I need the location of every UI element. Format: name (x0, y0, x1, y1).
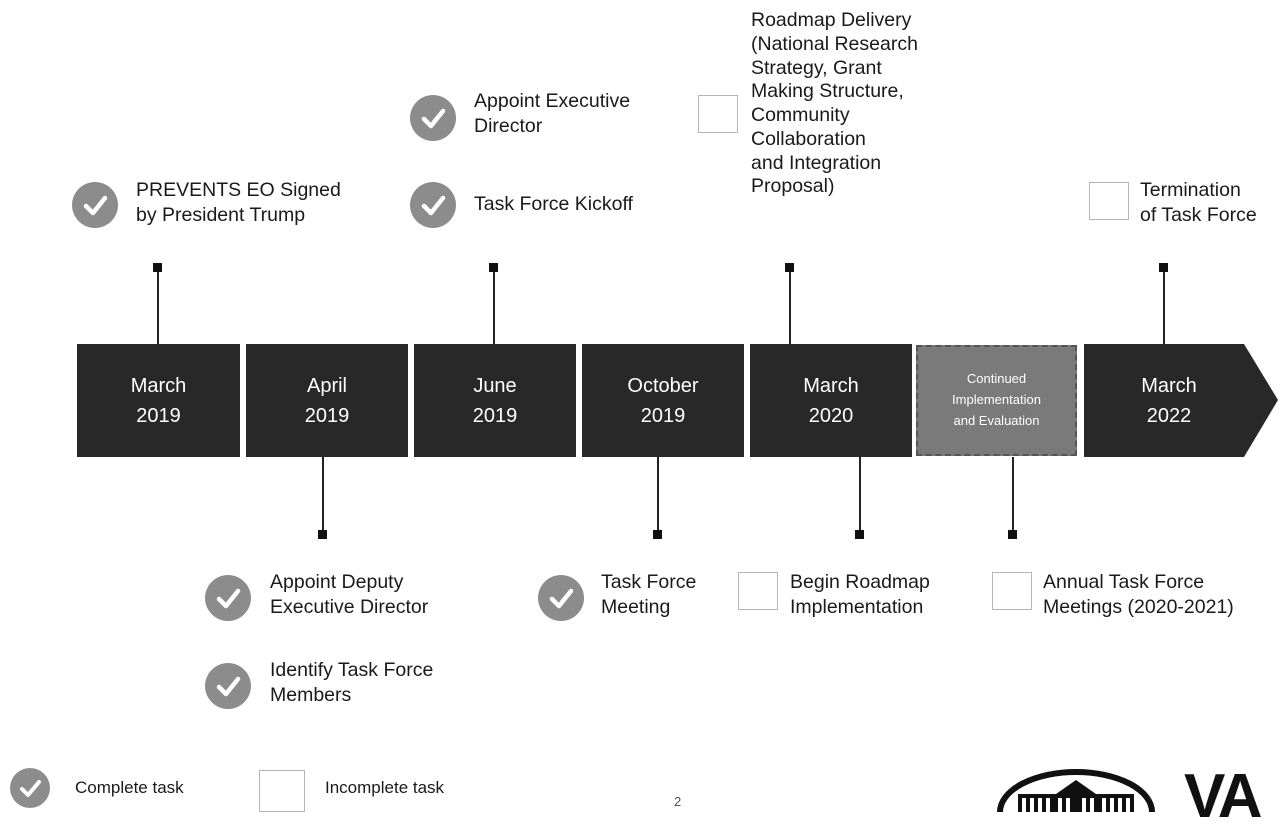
task-text: (National Research (751, 32, 918, 55)
complete-check-icon (410, 95, 456, 141)
timeline-march-2022: March 2022 (1084, 344, 1254, 457)
task-appoint-executive-director: Appoint Executive Director (474, 89, 630, 140)
incomplete-box-icon (738, 572, 778, 610)
timeline-march-2020: March 2020 (750, 344, 912, 457)
task-text: Roadmap Delivery (751, 9, 912, 31)
month-label: October (627, 374, 699, 397)
task-text: Termination (1140, 179, 1241, 201)
complete-check-icon (72, 182, 118, 228)
task-roadmap-delivery: Roadmap Delivery (National Research Stra… (751, 9, 918, 199)
month-label: April (306, 374, 347, 397)
legend-complete-label: Complete task (75, 778, 184, 797)
connector (1163, 268, 1165, 344)
task-text: Appoint Deputy (270, 571, 404, 593)
task-task-force-meeting: Task Force Meeting (601, 570, 696, 621)
task-text: Begin Roadmap (790, 571, 930, 593)
timeline-march-2019: March 2019 (77, 344, 240, 457)
task-termination: Termination of Task Force (1140, 178, 1257, 229)
task-text: Strategy, Grant (751, 56, 882, 79)
year-label: 2019 (136, 404, 181, 427)
task-prevents-eo-signed: PREVENTS EO Signed by President Trump (136, 178, 341, 229)
month-label: March (803, 374, 859, 397)
year-label: 2019 (304, 404, 350, 427)
task-text: Identify Task Force (270, 659, 434, 681)
complete-check-icon (205, 663, 251, 709)
connector (322, 457, 324, 534)
connector-marker (1008, 530, 1017, 539)
task-begin-roadmap: Begin Roadmap Implementation (790, 570, 930, 621)
task-text: Making Structure, (751, 80, 904, 103)
phase-line: Continued (966, 371, 1027, 387)
task-text: Director (474, 115, 543, 138)
connector (657, 457, 659, 534)
connector-marker (855, 530, 864, 539)
task-text: of Task Force (1140, 204, 1257, 227)
month-label: March (1141, 374, 1197, 397)
connector-marker (153, 263, 162, 272)
task-text: Community (751, 104, 850, 127)
timeline-october-2019: October 2019 (582, 344, 744, 457)
task-text: Collaboration (751, 127, 866, 150)
year-label: 2019 (640, 404, 686, 427)
phase-line: and Evaluation (953, 412, 1040, 428)
page-number: 2 (674, 794, 682, 809)
complete-check-icon (538, 575, 584, 621)
year-label: 2019 (472, 404, 518, 427)
incomplete-box-icon (698, 95, 738, 133)
legend-complete-icon (10, 768, 50, 808)
task-text: Members (270, 684, 352, 707)
task-annual-meetings: Annual Task Force Meetings (2020-2021) (1043, 570, 1234, 621)
task-text: Meetings (2020-2021) (1043, 596, 1234, 619)
legend-incomplete-label: Incomplete task (325, 778, 445, 797)
connector (1012, 457, 1014, 534)
task-text: Task Force (601, 571, 697, 593)
task-text: Proposal) (751, 175, 835, 198)
task-task-force-kickoff: Task Force Kickoff (474, 192, 633, 217)
white-house-seal-logo (996, 768, 1156, 812)
task-appoint-deputy: Appoint Deputy Executive Director (270, 570, 428, 621)
year-label: 2020 (808, 404, 854, 427)
task-text: Task Force Kickoff (474, 193, 633, 215)
task-text: Annual Task Force (1043, 571, 1205, 593)
connector (789, 268, 791, 344)
task-text: by President Trump (136, 204, 306, 227)
incomplete-box-icon (1089, 182, 1129, 220)
complete-check-icon (410, 182, 456, 228)
incomplete-box-icon (992, 572, 1032, 610)
va-logo: VA (1184, 762, 1263, 831)
task-text: PREVENTS EO Signed (136, 179, 341, 201)
task-text: and Integration (751, 151, 882, 174)
connector-marker (653, 530, 662, 539)
connector (493, 268, 495, 344)
connector-marker (318, 530, 327, 539)
timeline-april-2019: April 2019 (246, 344, 408, 457)
legend-incomplete-icon (259, 770, 305, 812)
task-text: Meeting (601, 596, 671, 619)
connector-marker (1159, 263, 1168, 272)
connector (859, 457, 861, 534)
timeline-june-2019: June 2019 (414, 344, 576, 457)
connector-marker (489, 263, 498, 272)
task-text: Appoint Executive (474, 90, 631, 112)
task-text: Executive Director (270, 596, 429, 619)
month-label: March (130, 374, 187, 397)
connector-marker (785, 263, 794, 272)
connector (157, 268, 159, 344)
month-label: June (473, 374, 517, 397)
phase-line: Implementation (952, 392, 1041, 408)
year-label: 2022 (1146, 404, 1192, 427)
timeline-arrow-march-2022 (1084, 344, 1278, 457)
task-text: Implementation (790, 596, 924, 619)
timeline-continued-implementation: Continued Implementation and Evaluation (916, 345, 1077, 456)
task-identify-members: Identify Task Force Members (270, 658, 433, 709)
complete-check-icon (205, 575, 251, 621)
